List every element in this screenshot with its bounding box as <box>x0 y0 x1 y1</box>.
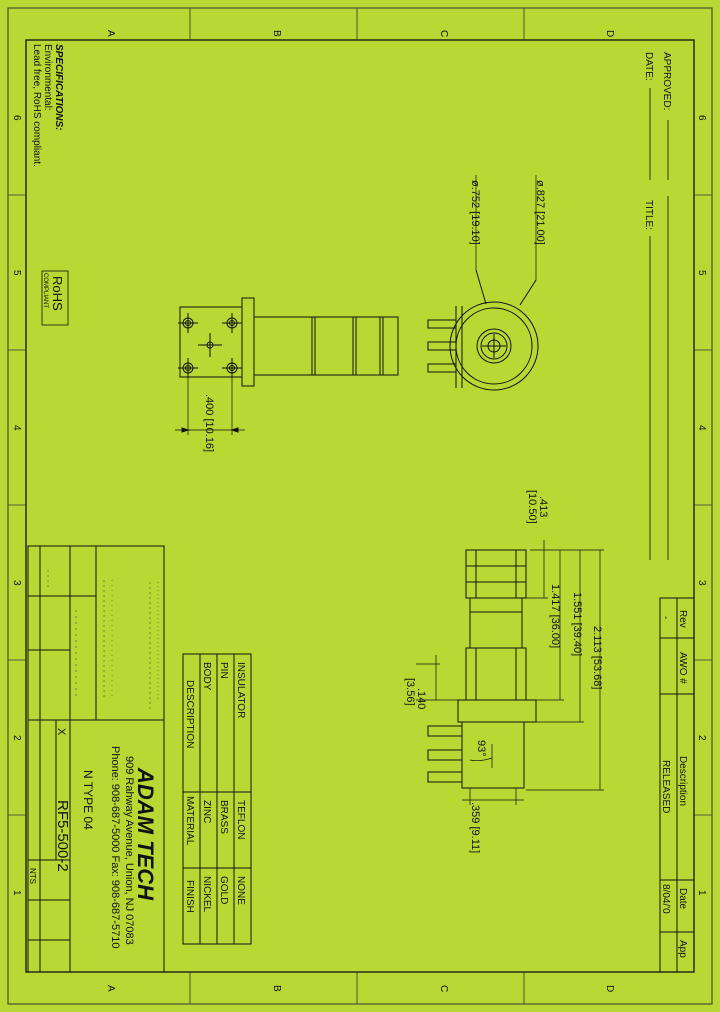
mat-row-insulator-material: TEFLON <box>235 800 246 839</box>
specs-environmental: Environmental: <box>42 44 53 111</box>
zone-letter-a-top: A <box>105 30 116 37</box>
date-label: DATE: <box>643 52 654 81</box>
elevation-view <box>416 540 604 805</box>
pin-spacing-dim: .400 [10.16] <box>203 394 215 452</box>
approval-block: APPROVED: DATE: TITLE: <box>643 52 672 560</box>
description-value: RELEASED <box>660 760 671 813</box>
zone-letter-c-top: C <box>438 30 449 37</box>
zone-number-2-left: 2 <box>11 735 22 741</box>
zone-letter-d-top: D <box>604 30 615 37</box>
materials-table <box>182 653 252 945</box>
mat-row-pin-finish: GOLD <box>218 876 229 904</box>
zone-letter-b-bottom: B <box>271 985 282 992</box>
description-header: Description <box>677 756 688 806</box>
rohs-logo-sub: COMPLIANT <box>42 273 48 308</box>
side-view <box>175 297 399 435</box>
dim-angle: 93° <box>475 740 487 757</box>
company-name: ADAM TECH <box>133 767 158 901</box>
date-value: 8/04/'0 <box>660 884 671 914</box>
mat-desc-header: DESCRIPTION <box>184 680 195 748</box>
awo-header: AWO # <box>677 652 688 684</box>
date-header: Date <box>677 888 688 910</box>
mat-row-insulator-desc: INSULATOR <box>235 662 246 718</box>
title-block-text: ADAM TECH 909 Rahway Avenue, Union, NJ 0… <box>28 728 158 948</box>
dim-356: [3.56] <box>404 678 416 706</box>
zone-number-6-left: 6 <box>11 115 22 121</box>
zone-number-2-right: 2 <box>696 735 707 741</box>
zone-number-5-right: 5 <box>696 270 707 276</box>
zone-ticks <box>8 8 712 1004</box>
inner-border <box>25 39 695 973</box>
dim-413: .413 <box>537 496 549 517</box>
rohs-logo: RoHS <box>50 276 65 311</box>
dim-140: .140 <box>415 688 427 709</box>
revision-text: Rev AWO # Description Date App - RELEASE… <box>660 610 688 958</box>
mat-row-insulator-finish: NONE <box>235 876 246 905</box>
part-number: RF5-500-2 <box>54 800 71 872</box>
approved-label: APPROVED: <box>661 52 672 110</box>
dim-1050: [10.50] <box>526 490 538 524</box>
zone-number-1-left: 1 <box>11 890 22 896</box>
mat-row-body-material: ZINC <box>201 800 212 823</box>
mat-material-header: MATERIAL <box>184 796 195 846</box>
outer-border <box>7 7 713 1005</box>
zone-number-3-right: 3 <box>696 580 707 586</box>
front-view <box>427 175 539 391</box>
zone-letter-d-bottom: D <box>604 985 615 992</box>
specifications: SPECIFICATIONS: Environmental: Lead free… <box>31 44 69 326</box>
zone-letter-b-top: B <box>271 30 282 37</box>
zone-letter-c-bottom: C <box>438 985 449 992</box>
company-phone: Phone: 908-687-5000 Fax: 908-687-5710 <box>109 746 121 948</box>
zone-number-5-left: 5 <box>11 270 22 276</box>
zone-numbers: 6 5 4 3 2 1 6 5 4 3 2 1 <box>11 115 707 896</box>
rev-header: Rev <box>677 610 688 628</box>
app-header: App <box>677 940 688 958</box>
outer-diameter-dim: ø.827 [21.00] <box>534 180 546 245</box>
scale-value: NTS <box>28 868 37 884</box>
inner-diameter-dim: ø.752 [19.10] <box>469 180 481 245</box>
mat-row-body-desc: BODY <box>201 662 212 691</box>
zone-number-3-left: 3 <box>11 580 22 586</box>
revision-table <box>659 597 695 973</box>
part-title: N TYPE 04 <box>81 770 95 830</box>
zone-number-4-right: 4 <box>696 425 707 431</box>
mat-row-pin-material: BRASS <box>218 800 229 834</box>
title-label: TITLE: <box>643 200 654 230</box>
dim-overall: 2.113 [53.68] <box>591 626 603 689</box>
company-address: 909 Rahway Avenue, Union, NJ 07083 <box>123 756 135 945</box>
materials-text: DESCRIPTION MATERIAL FINISH BODY ZINC NI… <box>184 662 246 913</box>
x-label: X <box>55 728 67 736</box>
dim-359: .359 [9.11] <box>469 802 481 853</box>
specs-heading: SPECIFICATIONS: <box>53 44 64 130</box>
zone-number-6-right: 6 <box>696 115 707 121</box>
zone-letters: A B C D A B C D <box>105 30 615 992</box>
mat-finish-header: FINISH <box>184 880 195 913</box>
mat-row-body-finish: NICKEL <box>201 876 212 913</box>
specs-line: Lead free, RoHS compliant. <box>31 44 42 167</box>
dim-1551: 1.551 [39.40] <box>571 592 583 656</box>
dim-1417: 1.417 [36.00] <box>549 584 561 648</box>
zone-number-1-right: 1 <box>696 890 707 896</box>
rev-value: - <box>660 616 671 619</box>
title-block-faint-text <box>47 570 159 710</box>
zone-letter-a-bottom: A <box>105 985 116 992</box>
mat-row-pin-desc: PIN <box>218 662 229 679</box>
zone-number-4-left: 4 <box>11 425 22 431</box>
rohs-logo-box <box>41 270 69 326</box>
title-block <box>27 545 165 973</box>
